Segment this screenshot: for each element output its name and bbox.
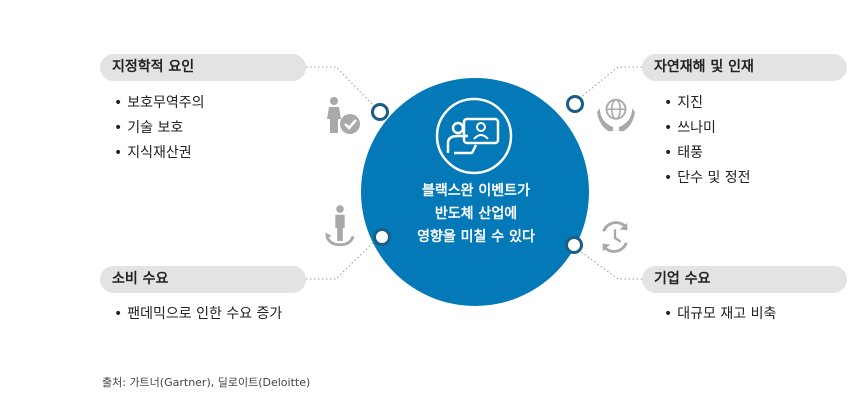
- list-item: 태풍: [664, 141, 751, 166]
- list-item: 단수 및 정전: [664, 166, 750, 191]
- list-item: 쓰나미: [664, 116, 751, 141]
- natural-title-pill: 자연재해 및 인재: [642, 54, 847, 81]
- corporate-title-pill: 기업 수요: [642, 266, 847, 293]
- center-circle: [361, 78, 589, 306]
- corporate-list: 대규모 재고 비축: [664, 302, 776, 327]
- node-natural: [566, 95, 584, 113]
- geopolitical-title: 지정학적 요인: [112, 59, 195, 75]
- center-text-line-2: 반도체 산업에: [434, 206, 518, 222]
- person-cycle-icon: [324, 205, 355, 247]
- center-text: 블랙스완 이벤트가 반도체 산업에 영향을 미칠 수 있다: [376, 180, 576, 249]
- globe-hands-icon: [597, 98, 635, 132]
- natural-list: 지진 쓰나미 태풍 단수 및 정전: [664, 91, 751, 191]
- geopolitical-list: 보호무역주의 기술 보호 지식재산권: [114, 91, 205, 166]
- node-corporate: [565, 236, 583, 254]
- connector-corporate: [571, 244, 642, 280]
- corporate-title: 기업 수요: [654, 271, 711, 287]
- person-check-icon: [327, 97, 360, 134]
- list-item: 지진: [664, 91, 751, 116]
- node-geopolitical: [371, 103, 389, 121]
- person-computer-icon: [435, 97, 513, 175]
- list-item: 기술 보호: [114, 116, 205, 141]
- center-text-line-1: 블랙스완 이벤트가: [422, 183, 530, 199]
- consumer-title: 소비 수요: [112, 271, 169, 287]
- consumer-title-pill: 소비 수요: [100, 266, 306, 293]
- list-item: 지식재산권: [114, 141, 205, 166]
- consumer-list: 팬데믹으로 인한 수요 증가: [114, 302, 282, 327]
- connector-natural: [574, 66, 642, 103]
- center-text-line-3: 영향을 미칠 수 있다: [417, 229, 535, 245]
- list-item: 대규모 재고 비축: [664, 302, 776, 327]
- geopolitical-title-pill: 지정학적 요인: [100, 54, 306, 81]
- list-item: 보호무역주의: [114, 91, 204, 116]
- source-note: 출처: 가트너(Gartner), 딜로이트(Deloitte): [102, 376, 311, 389]
- node-consumer: [373, 228, 391, 246]
- cycle-clock-icon: [602, 221, 628, 253]
- list-item: 팬데믹으로 인한 수요 증가: [114, 302, 282, 327]
- natural-title: 자연재해 및 인재: [654, 59, 754, 75]
